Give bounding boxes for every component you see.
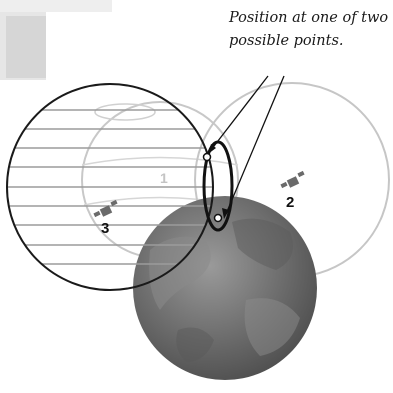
satellite-2-label: 2 [286, 194, 294, 211]
caption-line-2: possible points. [229, 33, 344, 49]
arrowhead-lower [222, 208, 229, 219]
arrowhead-upper [208, 144, 216, 154]
satellite-1-label: 1 [160, 170, 168, 186]
corner-decoration [0, 0, 112, 80]
possible-point-lower [213, 213, 223, 223]
callout-caption: Position at one of two possible points. [229, 7, 391, 53]
caption-line-1: Position at one of two [229, 10, 389, 26]
intersection-ellipse [202, 140, 234, 232]
satellite-3-icon [93, 199, 118, 218]
satellite-3-label: 3 [101, 220, 109, 237]
callout-arrows [210, 75, 285, 215]
earth-globe [133, 196, 317, 380]
satellite-2-icon [280, 170, 305, 189]
possible-point-upper [202, 152, 212, 162]
